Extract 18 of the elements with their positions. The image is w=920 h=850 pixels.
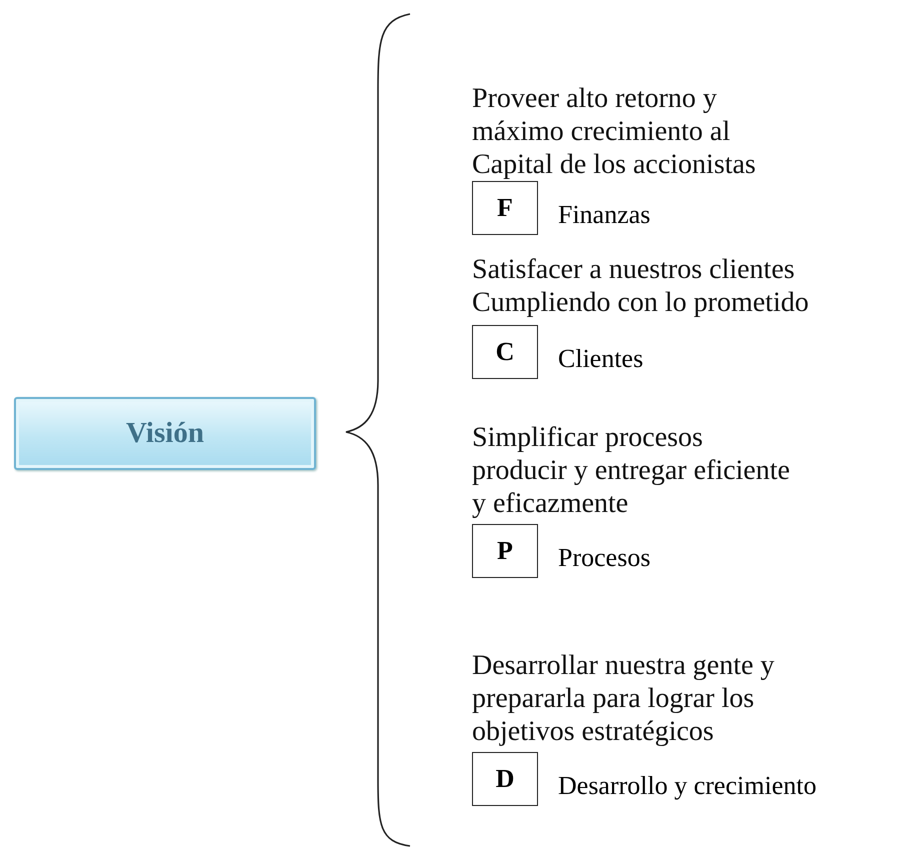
perspective-name: Desarrollo y crecimiento	[558, 771, 816, 801]
perspective-name: Clientes	[558, 344, 644, 374]
letter-box	[472, 524, 538, 578]
perspective-letter: F	[497, 193, 513, 223]
objective-text: Simplificar procesos producir y entregar eficiente y eficazmente	[472, 421, 791, 520]
letter-box	[472, 752, 538, 806]
box-title: Visión	[126, 417, 204, 450]
perspective-letter: C	[496, 337, 514, 367]
objective-text: Proveer alto retorno y máximo crecimiento al Capital de los accionistas	[472, 82, 757, 181]
letter-box	[472, 325, 538, 379]
perspective-letter: P	[497, 536, 513, 566]
perspective-letter: D	[496, 764, 514, 794]
objective-text: Desarrollar nuestra gente y prepararla para lograr los objetivos estratégicos	[472, 649, 776, 748]
vision-box	[14, 397, 316, 470]
letter-box	[472, 181, 538, 235]
perspective-name: Procesos	[558, 543, 650, 573]
perspective-name: Finanzas	[558, 200, 650, 230]
objective-text: Satisfacer a nuestros clientes Cumpliendo con lo prometido	[472, 253, 810, 319]
